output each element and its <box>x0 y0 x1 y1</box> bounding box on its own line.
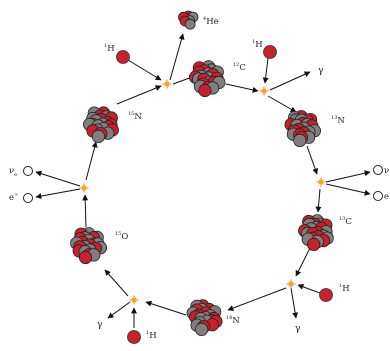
arrow-flash-gamma-1 <box>269 71 311 91</box>
flash-icon <box>129 295 139 305</box>
neutrino-right <box>373 165 383 175</box>
label-he4: 4He <box>203 16 219 27</box>
nucleon <box>184 18 196 30</box>
nucleon <box>195 322 209 336</box>
proton-bottom-right <box>319 288 333 302</box>
arrow-proton-to-flash-top <box>127 59 162 81</box>
label-neutrino-left: νe <box>9 166 17 178</box>
arrow-flash-to-c13 <box>315 188 322 213</box>
nucleon <box>293 133 307 147</box>
label-proton-bottom-left: 1H <box>146 330 157 341</box>
nucleus-c13 <box>298 214 334 251</box>
label-neutrino-right: ν <box>384 166 389 176</box>
nucleus-he4 <box>178 10 199 30</box>
label-n14: 14N <box>226 315 240 326</box>
arrow-flash-nu-left <box>35 170 81 187</box>
arrow-proton-to-flash-c12 <box>262 57 269 84</box>
nucleon <box>307 237 321 251</box>
label-n15: 15N <box>128 111 142 122</box>
label-o15: 15O <box>115 231 128 242</box>
arrow-n13-to-flash <box>306 145 319 175</box>
arrow-c12-to-flash <box>225 83 259 93</box>
arrow-o15-to-flash <box>82 194 89 228</box>
arrow-flash-nu-right <box>325 170 371 183</box>
label-gamma-bottom-right: γ <box>295 324 300 334</box>
flash-icon <box>79 183 89 193</box>
arrow-flash-to-n13 <box>267 95 297 113</box>
label-gamma-top: γ <box>318 66 323 76</box>
nucleon <box>91 129 106 143</box>
label-proton-top-left: 1H <box>104 43 115 54</box>
positron-left <box>23 193 33 203</box>
arrow-flash-e-left <box>35 188 81 199</box>
nucleon <box>198 83 212 98</box>
arrow-flash-to-n14 <box>227 287 287 311</box>
arrow-flash-to-he4 <box>169 33 185 81</box>
arrow-proton-to-flash-c13 <box>297 284 321 294</box>
nucleus-c12 <box>189 60 226 98</box>
arrow-n15-to-flash-top <box>116 85 162 105</box>
reaction-flashes <box>79 79 326 305</box>
flash-icon <box>162 79 172 89</box>
proton-top-right <box>263 45 277 59</box>
label-n13: 13N <box>331 115 345 126</box>
proton-bottom-left <box>127 330 141 344</box>
nucleus-n14 <box>186 299 223 336</box>
nucleus-o15 <box>70 227 108 264</box>
arrow-flash-gamma-2 <box>290 287 299 319</box>
nucleus-n13 <box>284 110 321 147</box>
neutrino-left <box>23 166 33 176</box>
arrow-flash-e-right <box>325 183 371 196</box>
nucleon <box>78 250 93 264</box>
arrow-flash-to-o15 <box>104 269 129 297</box>
label-c13: 13C <box>339 216 352 227</box>
label-positron-right: e <box>384 192 389 202</box>
flash-icon <box>259 86 269 96</box>
arrow-n14-to-flash <box>145 300 187 316</box>
proton-top-left <box>116 50 130 64</box>
label-positron-left: e+ <box>9 192 18 203</box>
label-proton-top-right: 1H <box>252 39 263 50</box>
arrow-flash-to-n15 <box>85 141 98 181</box>
positron-right <box>373 191 383 201</box>
flash-icon <box>286 279 296 289</box>
label-c12: 12C <box>233 62 246 73</box>
reaction-arrows <box>35 33 371 328</box>
label-gamma-bottom-left: γ <box>97 320 102 330</box>
label-proton-bottom-right: 1H <box>339 283 350 294</box>
nucleus-n15 <box>83 106 119 143</box>
flash-icon <box>316 177 326 187</box>
arrow-flash-gamma-3 <box>107 301 131 319</box>
